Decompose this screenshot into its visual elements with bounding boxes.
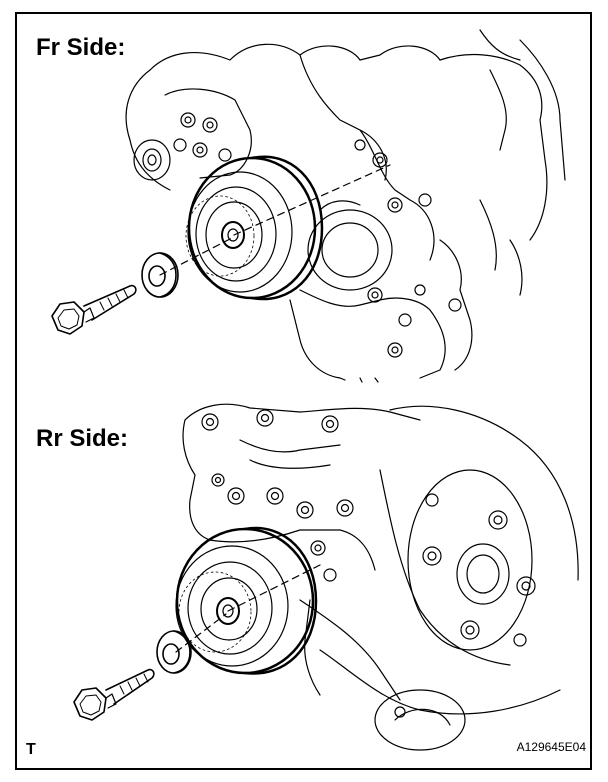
rr-bolt-icon [73, 668, 155, 721]
fr-bolt-axis-line [159, 237, 233, 276]
figure-code: A129645E04 [516, 740, 586, 754]
rr-washer-icon [156, 630, 192, 674]
rr-engine-outline-icon [182, 403, 579, 751]
rr-alignment-line [227, 564, 321, 612]
rr-bolt-axis-line [175, 613, 227, 653]
fr-side-label: Fr Side: [36, 34, 126, 61]
corner-mark: T [26, 741, 36, 758]
rr-idler-pulley-icon [175, 526, 318, 675]
figure-frame [15, 12, 592, 770]
fr-bolt-icon [51, 284, 137, 335]
fr-engine-outline-icon [125, 29, 566, 383]
fr-idler-pulley-icon [185, 155, 324, 301]
fr-alignment-line [233, 164, 391, 236]
rr-side-label: Rr Side: [36, 425, 129, 452]
fr-washer-icon [141, 252, 179, 298]
